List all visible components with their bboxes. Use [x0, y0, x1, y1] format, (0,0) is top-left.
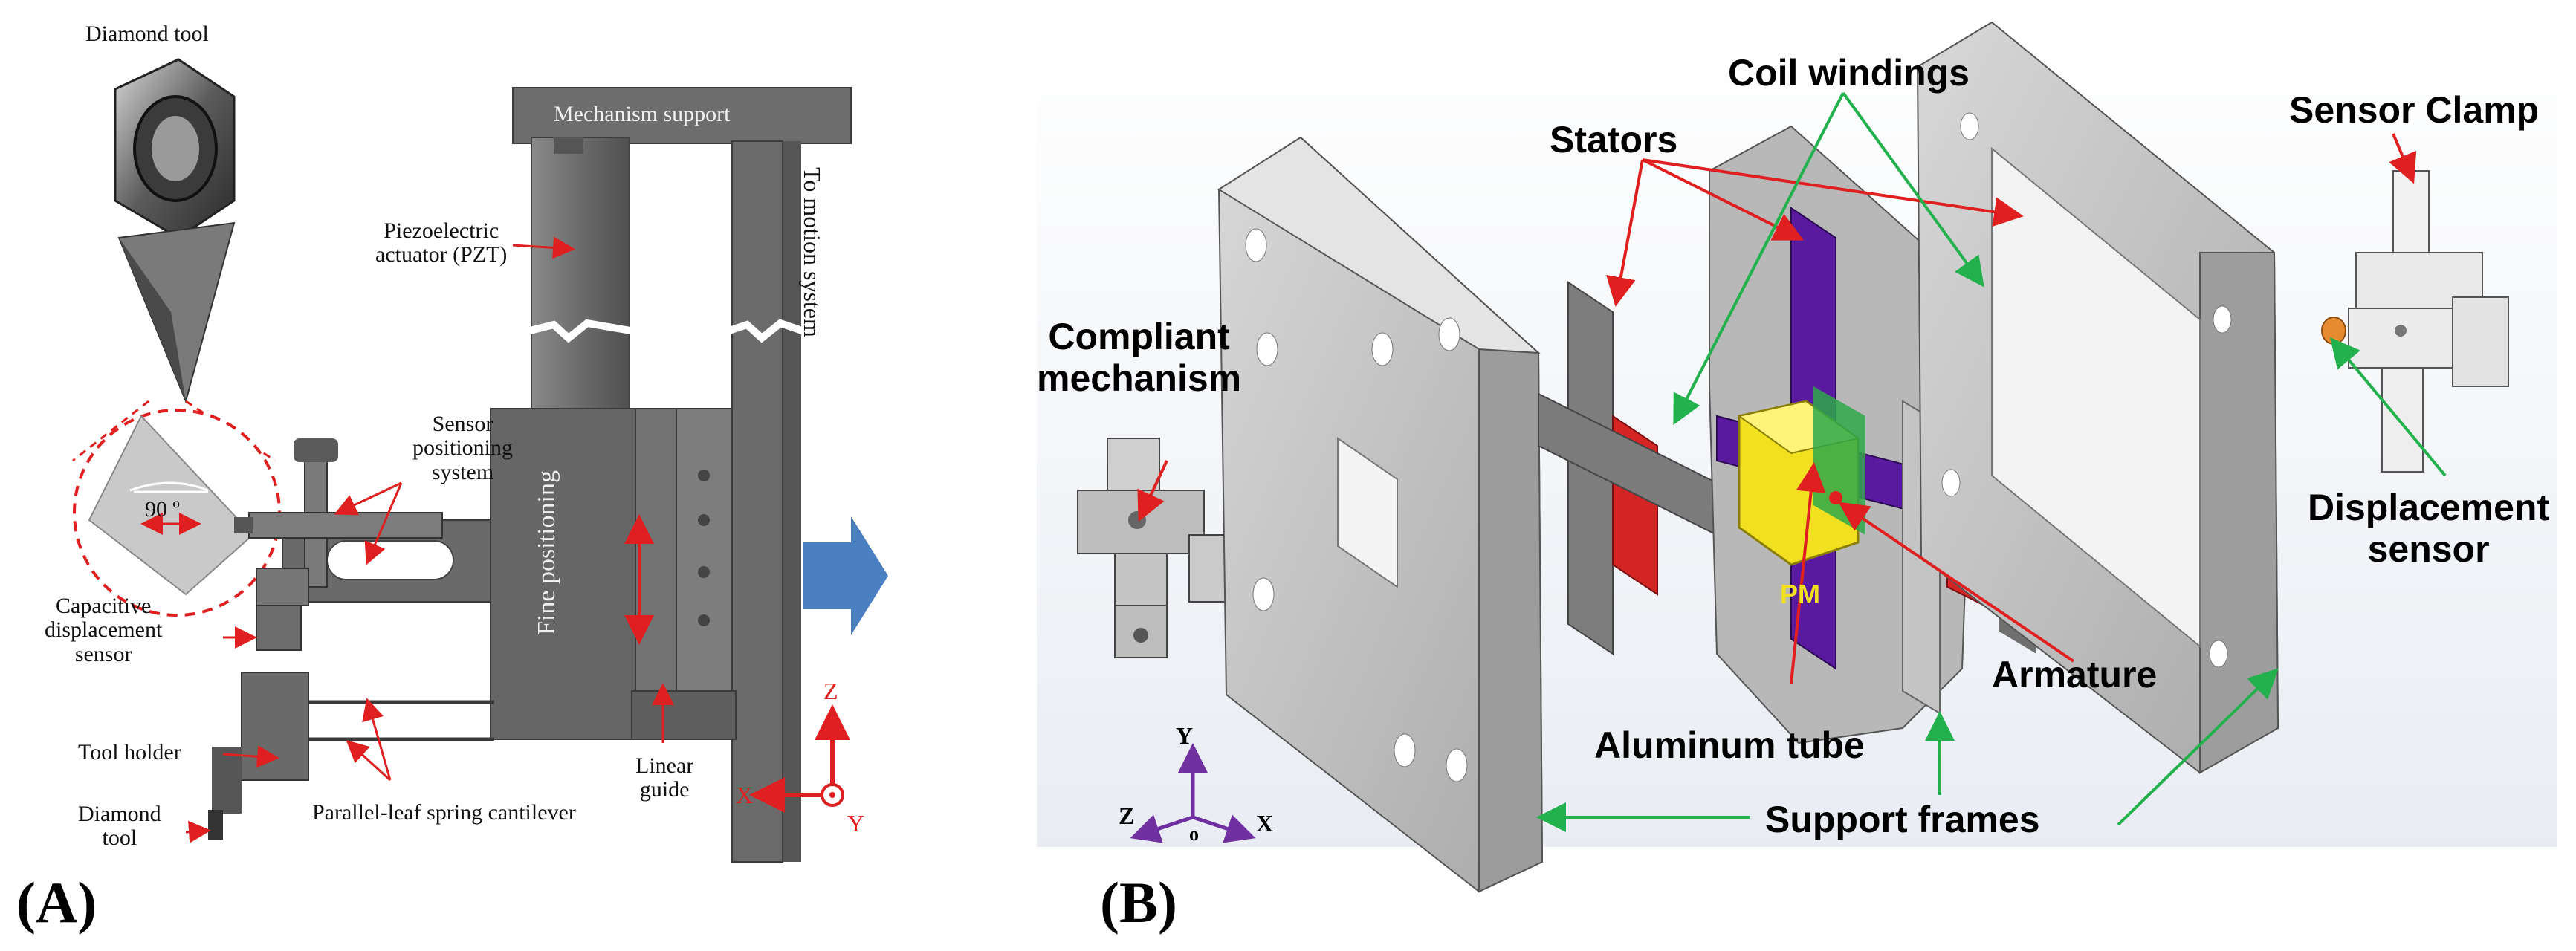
label-axis-y-a: Y — [847, 810, 865, 837]
label-axis-x-a: X — [736, 782, 754, 808]
label-displacement-line1: Displacement — [2308, 487, 2550, 528]
label-sensor-pos-line3: system — [431, 459, 494, 484]
label-axis-o-b: o — [1189, 823, 1199, 845]
label-sensor-pos-line1: Sensor — [432, 412, 493, 436]
label-displacement-line2: sensor — [2367, 528, 2490, 570]
motion-arrow — [803, 516, 888, 635]
panel-b-tag: (B) — [1100, 870, 1177, 935]
label-mechanism-support: Mechanism support — [554, 102, 731, 126]
panel-a-leaders — [140, 236, 674, 843]
label-armature: Armature — [1992, 654, 2158, 695]
label-stators: Stators — [1550, 119, 1678, 160]
diamond-tool-image — [114, 58, 236, 404]
sensor-clamp-part — [2321, 170, 2509, 473]
label-diamond-tool-top: Diamond tool — [85, 22, 209, 46]
label-cap-line3: sensor — [74, 641, 132, 666]
label-diamond-tool: Diamond tool — [78, 802, 161, 851]
panel-b-axes — [1130, 743, 1256, 843]
front-support-frame — [1217, 136, 1544, 893]
label-sensor-positioning: Sensor positioning system — [412, 412, 513, 484]
label-diamond-tool-line1: Diamond — [78, 802, 161, 826]
label-capacitive-sensor: Capacitive displacement sensor — [45, 594, 162, 666]
label-linear-guide-line2: guide — [639, 777, 690, 802]
label-compliant-line1: Compliant — [1048, 316, 1230, 357]
label-axis-y-b: Y — [1176, 722, 1194, 749]
label-cap-line2: displacement — [45, 617, 163, 643]
label-sensor-clamp: Sensor Clamp — [2289, 89, 2540, 131]
label-to-motion-system: To motion system — [799, 167, 826, 337]
label-linear-guide-line1: Linear — [635, 753, 694, 778]
label-displacement-sensor: Displacement sensor — [2308, 487, 2549, 570]
label-axis-z-b: Z — [1119, 802, 1135, 829]
label-aluminum-tube: Aluminum tube — [1594, 724, 1865, 766]
label-axis-x-b: X — [1256, 810, 1274, 837]
label-tool-holder: Tool holder — [78, 740, 181, 765]
sensor-positioning-system — [234, 438, 491, 651]
mechanism-support — [512, 87, 852, 863]
label-sensor-pos-line2: positioning — [412, 435, 514, 461]
label-piezo-actuator: Piezoelectric actuator (PZT) — [375, 218, 508, 267]
fine-positioning-block — [490, 408, 737, 740]
label-compliant-mechanism: Compliant mechanism — [1037, 316, 1241, 399]
label-pm: PM — [1780, 579, 1820, 609]
panel-b-leaders-green — [1536, 91, 2447, 832]
label-support-frames: Support frames — [1765, 799, 2040, 840]
panel-a-axes — [749, 704, 850, 813]
label-cap-line1: Capacitive — [56, 594, 152, 618]
label-compliant-line2: mechanism — [1037, 357, 1242, 399]
label-diamond-tool-line2: tool — [102, 825, 137, 851]
label-linear-guide: Linear guide — [635, 753, 694, 802]
label-axis-z-a: Z — [823, 678, 838, 704]
panel-b-leaders-red — [1137, 133, 2417, 684]
panel-a-tag: (A) — [16, 870, 97, 935]
label-fine-positioning: Fine positioning — [533, 470, 560, 635]
panel-a-drawing — [72, 58, 888, 863]
label-coil-windings: Coil windings — [1728, 52, 1970, 94]
label-angle: 90 º — [145, 497, 180, 522]
panel-b-drawing — [1037, 21, 2557, 893]
label-piezo-line1: Piezoelectric — [384, 218, 499, 243]
label-parallel-leaf: Parallel-leaf spring cantilever — [312, 800, 576, 825]
label-piezo-line2: actuator (PZT) — [375, 242, 508, 267]
